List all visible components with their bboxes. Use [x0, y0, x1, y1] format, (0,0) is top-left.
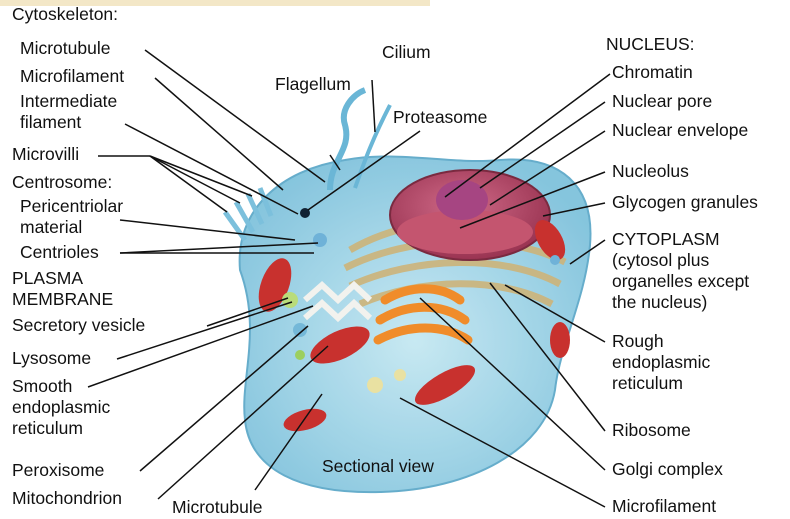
label-microfilament: Microfilament — [20, 66, 124, 87]
label-microfilament-bottom: Microfilament — [612, 496, 716, 517]
label-ribosome: Ribosome — [612, 420, 691, 441]
label-glycogen-granules: Glycogen granules — [612, 192, 758, 213]
label-proteasome: Proteasome — [393, 107, 487, 128]
label-cytoplasm: CYTOPLASM (cytosol plus organelles excep… — [612, 229, 749, 313]
label-microtubule-bottom: Microtubule — [172, 497, 262, 518]
label-cilium: Cilium — [382, 42, 431, 63]
label-golgi-complex: Golgi complex — [612, 459, 723, 480]
label-chromatin: Chromatin — [612, 62, 693, 83]
label-nuclear-pore: Nuclear pore — [612, 91, 712, 112]
label-nuclear-envelope: Nuclear envelope — [612, 120, 748, 141]
label-pericentriolar-material: Pericentriolar material — [20, 196, 123, 238]
label-secretory-vesicle: Secretory vesicle — [12, 315, 145, 336]
label-sectional-view: Sectional view — [322, 456, 434, 477]
label-peroxisome: Peroxisome — [12, 460, 104, 481]
label-smooth-er: Smooth endoplasmic reticulum — [12, 376, 110, 439]
label-mitochondrion: Mitochondrion — [12, 488, 122, 509]
label-nucleolus: Nucleolus — [612, 161, 689, 182]
label-microtubule: Microtubule — [20, 38, 110, 59]
label-intermediate-filament: Intermediate filament — [20, 91, 117, 133]
label-flagellum: Flagellum — [275, 74, 351, 95]
label-microvilli: Microvilli — [12, 144, 79, 165]
label-nucleus: NUCLEUS: — [606, 34, 695, 55]
label-centrosome: Centrosome: — [12, 172, 112, 193]
label-rough-er: Rough endoplasmic reticulum — [612, 331, 710, 394]
label-lysosome: Lysosome — [12, 348, 91, 369]
label-centrioles: Centrioles — [20, 242, 99, 263]
label-cytoskeleton: Cytoskeleton: — [12, 4, 118, 25]
nucleolus — [436, 180, 488, 220]
label-plasma-membrane: PLASMA MEMBRANE — [12, 268, 113, 310]
